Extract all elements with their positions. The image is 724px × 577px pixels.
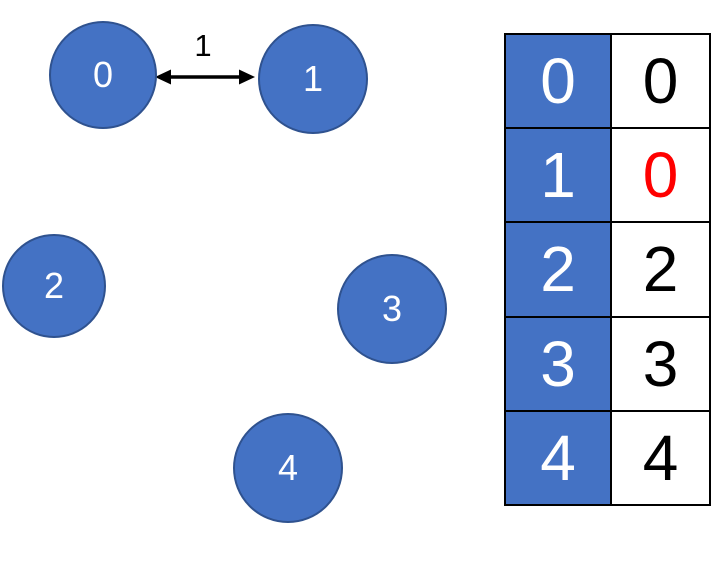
graph-node-0-label: 0 — [92, 54, 114, 95]
table-node-4: 4 — [506, 411, 610, 504]
graph-node-2-label: 2 — [43, 265, 65, 306]
graph-node-3-label: 3 — [381, 288, 403, 329]
graph-node-1: 1 — [258, 24, 368, 134]
graph-node-0: 0 — [49, 21, 157, 129]
table-value-0: 0 — [612, 35, 709, 128]
table-node-3: 3 — [506, 317, 610, 410]
table-value-1: 0 — [612, 129, 709, 222]
graph-node-3: 3 — [337, 254, 447, 364]
table-node-2: 2 — [506, 223, 610, 316]
table-value-4: 4 — [612, 411, 709, 504]
graph-node-2: 2 — [2, 234, 106, 338]
arrowhead-right-icon — [239, 69, 255, 85]
graph-node-4-label: 4 — [277, 447, 299, 488]
table-node-1: 1 — [506, 129, 610, 222]
arrowhead-left-icon — [155, 69, 171, 85]
edge-weight-label: 1 — [194, 28, 212, 63]
table-node-0: 0 — [506, 35, 610, 128]
graph-node-4: 4 — [233, 413, 343, 523]
table-value-2: 2 — [612, 223, 709, 316]
distance-table: 0 0 1 0 2 2 3 3 4 4 — [504, 33, 711, 506]
table-value-3: 3 — [612, 317, 709, 410]
graph-node-1-label: 1 — [302, 58, 324, 99]
